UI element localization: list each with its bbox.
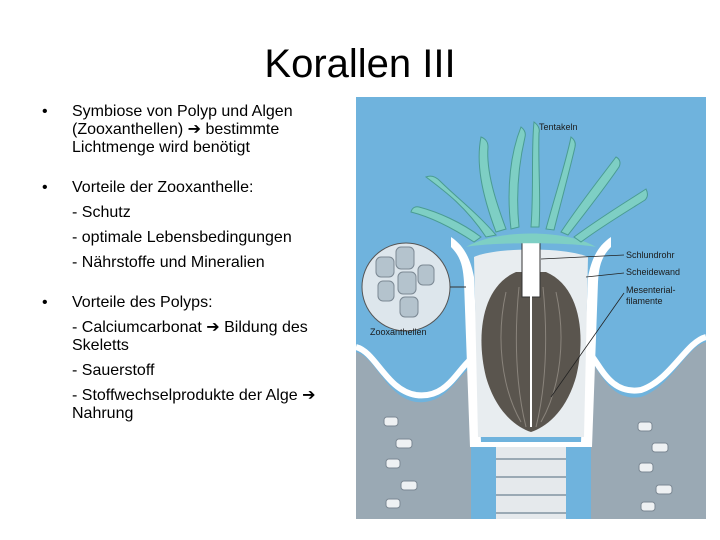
bullet-text: Vorteile des Polyps: (72, 294, 213, 311)
polyp-outer-wall (451, 237, 611, 447)
column-ribs (496, 458, 566, 514)
tissue-rim-left (356, 344, 474, 399)
bullet-dot: • (42, 103, 48, 120)
oral-disc (466, 233, 596, 247)
label-mesenterial-1: Mesenterial- (626, 285, 676, 295)
bullet-list: • Symbiose von Polyp und Algen (Zooxanth… (42, 103, 354, 423)
arrow-icon: ➔ (187, 121, 202, 138)
coral-polyp-svg: Tentakeln Schlundrohr Scheidewand Mesent… (356, 97, 706, 519)
tissue-rim-right (588, 334, 706, 394)
bullet-item-vorteile-polyp: • Vorteile des Polyps: (42, 294, 354, 312)
bullet-item-symbiose: • Symbiose von Polyp und Algen (Zooxanth… (42, 103, 354, 157)
slide-title: Korallen III (264, 42, 456, 86)
bullet-item-vorteile-zooxanthelle: • Vorteile der Zooxanthelle: (42, 179, 354, 197)
label-mesenterial-2: filamente (626, 296, 663, 306)
coral-polyp-diagram: Tentakeln Schlundrohr Scheidewand Mesent… (356, 97, 706, 519)
bullet-dot: • (42, 294, 48, 311)
bullet-text: Vorteile der Zooxanthelle: (72, 179, 254, 196)
sub-item: - Calciumcarbonat ➔ Bildung des Skeletts (72, 319, 308, 354)
skeleton-segments (383, 416, 673, 512)
tentacles (410, 121, 648, 243)
sub-item: - optimale Lebensbedingungen (72, 229, 292, 246)
sub-item: - Sauerstoff (72, 362, 155, 379)
zooxanthellae-cells (375, 246, 435, 318)
label-scheidewand: Scheidewand (626, 267, 680, 277)
label-leaders (540, 254, 625, 398)
label-schlundrohr: Schlundrohr (626, 250, 675, 260)
bullet-text-part: bestimmte Lichtmenge wird benötigt (72, 121, 280, 156)
label-zooxanthellen: Zooxanthellen (370, 327, 427, 337)
sub-item: - Stoffwechselprodukte der Alge ➔ Nahrun… (72, 387, 316, 422)
skeleton-left (356, 352, 471, 519)
sub-item: - Schutz (72, 204, 131, 221)
gut-folds (500, 286, 562, 428)
bullet-dot: • (42, 179, 48, 196)
central-column (496, 442, 566, 519)
sub-item: - Nährstoffe und Mineralien (72, 254, 265, 271)
bullet-text-part: Symbiose von Polyp und Algen (Zooxanthel… (72, 103, 293, 138)
label-tentakeln: Tentakeln (539, 122, 578, 132)
